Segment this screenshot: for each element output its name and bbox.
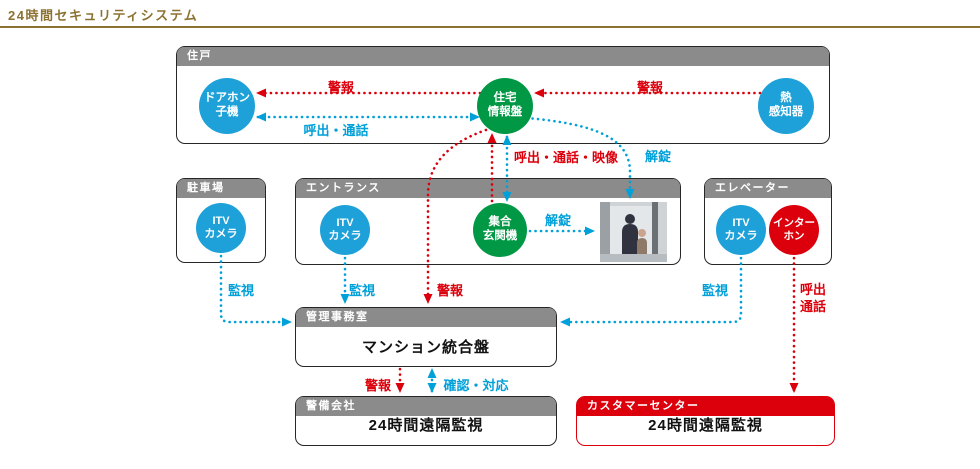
label-monitor-entrance: 監視 bbox=[348, 283, 376, 298]
page-title: 24時間セキュリティシステム bbox=[8, 8, 199, 23]
office-panel-text: マンション統合盤 bbox=[361, 339, 490, 356]
node-itv-camera-parking: ITV カメラ bbox=[196, 203, 246, 253]
label-call-talk-doorphone: 呼出・通話 bbox=[303, 123, 369, 138]
label-unlock-top: 解錠 bbox=[644, 149, 672, 164]
label-alarm-security: 警報 bbox=[364, 378, 392, 393]
section-elevator-header: エレベーター bbox=[705, 179, 831, 198]
node-itv-camera-elevator: ITV カメラ bbox=[716, 205, 766, 255]
customer-center-text: 24時間遠隔監視 bbox=[648, 417, 763, 434]
node-intercom: インター ホン bbox=[769, 205, 819, 255]
node-heat-sensor: 熱 感知器 bbox=[758, 78, 814, 134]
label-alarm-doorphone: 警報 bbox=[327, 80, 355, 95]
section-customer-center-header: カスタマーセンター bbox=[577, 397, 834, 416]
node-doorphone-handset: ドアホン 子機 bbox=[199, 78, 255, 134]
section-parking: 駐車場 bbox=[176, 178, 266, 263]
label-monitor-elevator: 監視 bbox=[701, 283, 729, 298]
label-unlock-entrance: 解錠 bbox=[544, 213, 572, 228]
node-home-info-panel: 住宅 情報盤 bbox=[477, 78, 533, 134]
section-entrance-header: エントランス bbox=[296, 179, 680, 198]
node-intercom-line2: ホン bbox=[783, 230, 805, 242]
label-call-intercom: 呼出 bbox=[799, 282, 827, 297]
entrance-photo bbox=[600, 202, 667, 262]
label-alarm-heat-sensor: 警報 bbox=[636, 80, 664, 95]
node-doorphone-line2: 子機 bbox=[215, 106, 239, 118]
security-company-text: 24時間遠隔監視 bbox=[368, 417, 484, 434]
node-itv-camera-elevator-line2: カメラ bbox=[724, 230, 758, 242]
label-call-talk-video: 呼出・通話・映像 bbox=[513, 150, 619, 165]
node-itv-camera-elevator-line1: ITV bbox=[732, 216, 750, 229]
label-confirm-respond: 確認・対応 bbox=[443, 378, 509, 393]
node-itv-camera-parking-line2: カメラ bbox=[204, 228, 238, 240]
label-talk-intercom: 通話 bbox=[799, 299, 827, 314]
label-alarm-office: 警報 bbox=[436, 283, 464, 298]
section-security-company: 警備会社 bbox=[295, 396, 557, 446]
node-heat-sensor-line1: 熱 bbox=[780, 92, 792, 105]
node-home-info-panel-line1: 住宅 bbox=[493, 92, 517, 105]
node-entrance-unit-line2: 玄関機 bbox=[482, 230, 518, 242]
section-parking-header: 駐車場 bbox=[177, 179, 265, 198]
section-office-header: 管理事務室 bbox=[296, 308, 556, 327]
node-itv-camera-entrance: ITV カメラ bbox=[320, 205, 370, 255]
node-itv-camera-entrance-line1: ITV bbox=[336, 216, 354, 229]
node-heat-sensor-line2: 感知器 bbox=[768, 106, 804, 118]
section-security-company-header: 警備会社 bbox=[296, 397, 556, 416]
node-itv-camera-parking-line1: ITV bbox=[212, 214, 230, 227]
node-entrance-unit-line1: 集合 bbox=[488, 216, 512, 229]
node-home-info-panel-line2: 情報盤 bbox=[487, 106, 523, 118]
node-entrance-unit: 集合 玄関機 bbox=[473, 203, 527, 257]
node-doorphone-line1: ドアホン bbox=[204, 92, 250, 105]
node-intercom-line1: インター bbox=[773, 217, 815, 230]
section-office: 管理事務室 bbox=[295, 307, 557, 367]
node-itv-camera-entrance-line2: カメラ bbox=[328, 230, 362, 242]
label-monitor-parking: 監視 bbox=[227, 283, 255, 298]
section-dwelling-header: 住戸 bbox=[177, 47, 829, 66]
title-divider bbox=[0, 26, 980, 28]
section-customer-center: カスタマーセンター bbox=[576, 396, 835, 446]
